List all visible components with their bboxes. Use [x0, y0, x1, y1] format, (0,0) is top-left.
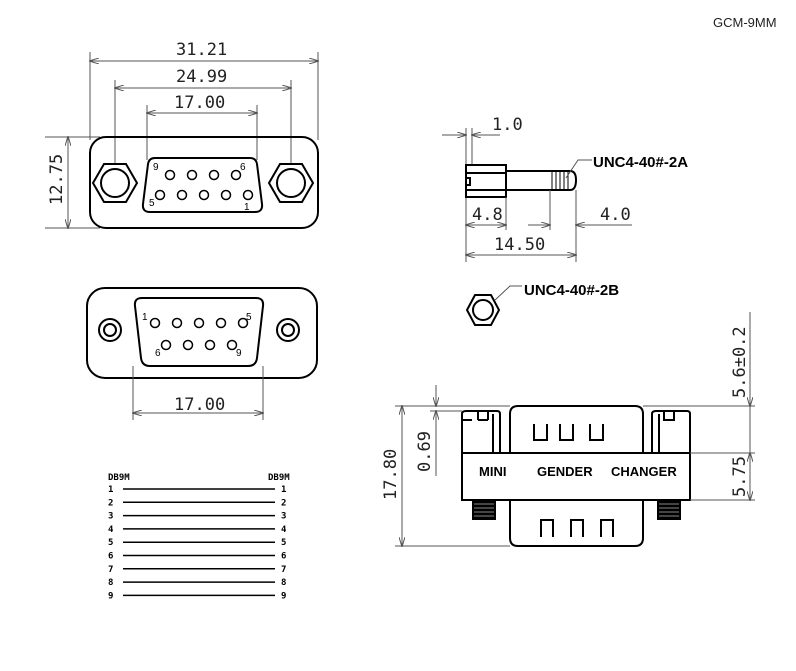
pin [193, 317, 205, 329]
pin-number-left: 6 [108, 552, 113, 562]
pin [149, 317, 161, 329]
dim-screw-spacing: 24.99 [176, 67, 227, 87]
dim-total-height: 17.80 [381, 449, 401, 500]
screw-drawing: 1.0 4.8 4.0 14.50 UNC4-40#-2A [442, 115, 688, 262]
pin-label-9: 9 [236, 348, 242, 359]
screw-label: UNC4-40#-2A [593, 154, 688, 171]
dim-thread-length: 4.0 [600, 205, 631, 225]
dim-flange: 0.69 [415, 431, 435, 472]
pin-label-9: 9 [153, 162, 159, 173]
pin-number-right: 9 [281, 591, 286, 601]
pin-number-left: 4 [108, 525, 114, 535]
pin-number-right: 8 [281, 578, 286, 588]
pin-socket [242, 189, 254, 201]
hex-nut-left-icon [91, 163, 139, 203]
side-text-changer: CHANGER [611, 464, 677, 479]
pin-number-left: 3 [108, 512, 113, 522]
side-text-gender: GENDER [537, 464, 593, 479]
pin-number-right: 4 [281, 525, 287, 535]
pin-label-5: 5 [149, 198, 155, 209]
pin-number-right: 6 [281, 552, 286, 562]
pin-number-right: 7 [281, 565, 286, 575]
side-text-mini: MINI [479, 464, 506, 479]
pin-socket [176, 189, 188, 201]
dim-shell-width: 17.00 [174, 395, 225, 415]
hex-nut-right-icon [267, 163, 315, 203]
pinout-left-header: DB9M [108, 473, 130, 483]
pin-socket [208, 169, 220, 181]
pin-number-right: 2 [281, 498, 286, 508]
pin-socket [230, 169, 242, 181]
pin-socket [154, 189, 166, 201]
pin-socket [198, 189, 210, 201]
nut-label: UNC4-40#-2B [524, 282, 619, 299]
pin-number-right: 5 [281, 538, 286, 548]
dim-head-slot: 1.0 [492, 115, 523, 135]
part-number: GCM-9MM [713, 15, 777, 30]
hex-nut-icon [465, 294, 501, 326]
bottom-view-connector: 1 5 6 9 17.00 [86, 287, 318, 420]
pinout-right-header: DB9M [268, 473, 290, 483]
top-view-connector: 31.21 24.99 17.00 12.75 9 6 5 1 [45, 40, 319, 229]
d-shell [141, 157, 264, 213]
pin-number-left: 7 [108, 565, 113, 575]
threaded-post-left [472, 500, 496, 520]
pin-number-left: 9 [108, 591, 113, 601]
pin-number-right: 3 [281, 512, 286, 522]
pin-label-1: 1 [244, 202, 250, 213]
pin [160, 339, 172, 351]
pin-number-left: 2 [108, 498, 113, 508]
pin-number-left: 5 [108, 538, 113, 548]
pin [171, 317, 183, 329]
dim-screw-length: 14.50 [494, 235, 545, 255]
dim-shell-width: 17.00 [174, 93, 225, 113]
pin [204, 339, 216, 351]
pin-number-right: 1 [281, 485, 286, 495]
dim-band-height: 5.75 [730, 456, 750, 497]
dim-overall-width: 31.21 [176, 40, 227, 60]
pin [182, 339, 194, 351]
pin-label-6: 6 [155, 348, 161, 359]
pin-number-left: 8 [108, 578, 113, 588]
dim-height: 12.75 [47, 154, 67, 205]
pin-label-5: 5 [246, 312, 252, 323]
pin [237, 317, 249, 329]
dim-top-height: 5.6±0.2 [730, 326, 750, 398]
pin [226, 339, 238, 351]
pin-label-1: 1 [142, 312, 148, 323]
threaded-post-right [657, 500, 681, 520]
pin-number-left: 1 [108, 485, 113, 495]
d-shell [133, 297, 265, 367]
pin [215, 317, 227, 329]
side-view-connector: MINI GENDER CHANGER 17.80 0.69 5.6±0.2 5… [381, 312, 755, 547]
pin-socket [186, 169, 198, 181]
dim-head-length: 4.8 [472, 205, 503, 225]
nut-drawing: UNC4-40#-2B [465, 282, 619, 326]
pin-label-6: 6 [240, 162, 246, 173]
pin-socket [220, 189, 232, 201]
pin-socket [164, 169, 176, 181]
